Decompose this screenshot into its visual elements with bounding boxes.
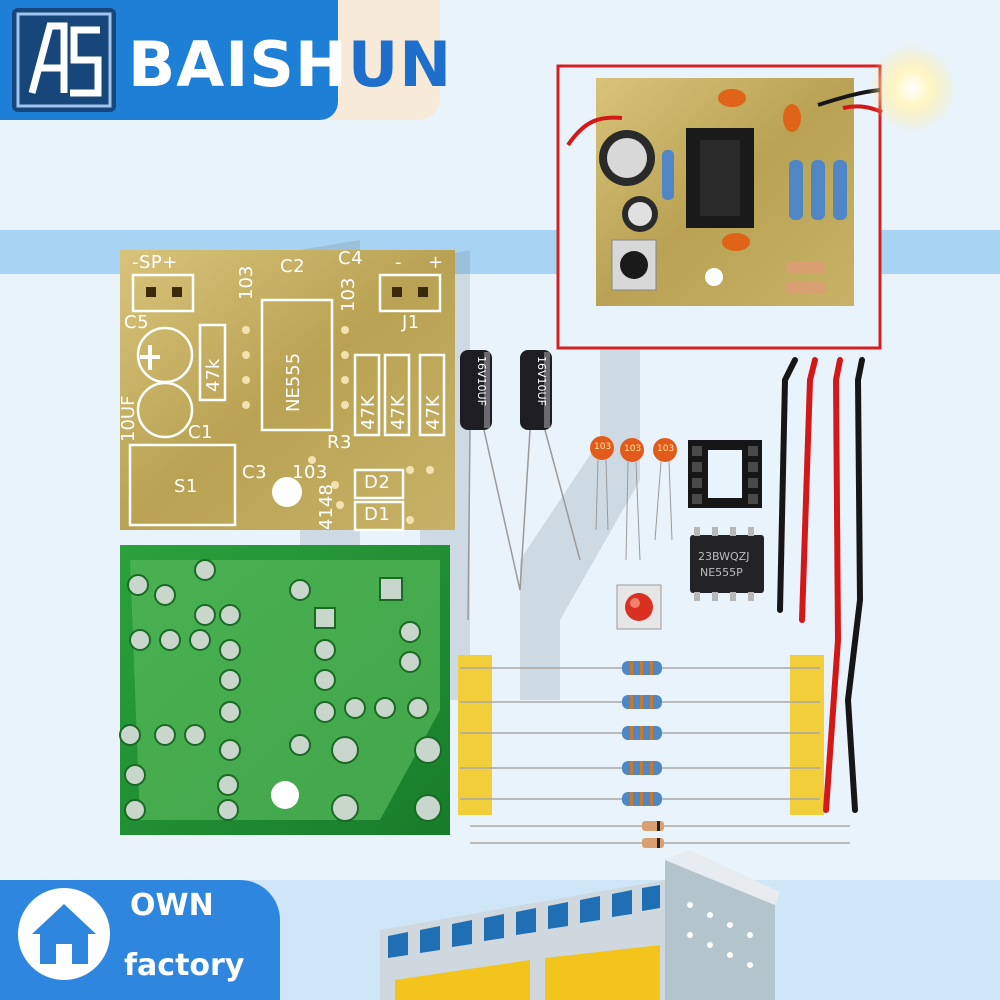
silk-d2: D2 xyxy=(364,472,391,493)
factory-building xyxy=(380,850,780,1000)
silk-sp: -SP+ xyxy=(132,252,178,273)
silk-minus: - xyxy=(395,252,402,273)
silk-47k-3: 47K xyxy=(423,395,444,430)
silk-c4: C4 xyxy=(338,248,364,269)
ceramic-capacitors xyxy=(590,436,677,561)
mounting-hole xyxy=(272,477,302,507)
silk-d1: D1 xyxy=(364,504,391,525)
ne555-chip xyxy=(690,527,764,601)
cap-label-2: 16V10UF xyxy=(535,356,548,406)
brand-name-part1: BAISH xyxy=(128,28,348,101)
ic-marking-2: NE555P xyxy=(700,566,743,579)
silk-c2: C2 xyxy=(280,256,306,277)
ceramic-label-2: 103 xyxy=(624,444,642,454)
mounting-hole-green xyxy=(271,781,299,809)
electrolytic-capacitors xyxy=(460,350,581,621)
silk-c3: C3 xyxy=(242,462,268,483)
house-icon xyxy=(32,904,96,964)
ic-socket xyxy=(688,440,762,508)
badge-line2: factory xyxy=(124,948,245,983)
silk-s1: S1 xyxy=(174,476,198,497)
silk-c1: C1 xyxy=(188,422,214,443)
badge-line1: OWN xyxy=(130,888,214,923)
silk-103-b: 103 xyxy=(338,277,359,312)
cap-label-1: 16V10UF xyxy=(475,356,488,406)
light-flare xyxy=(868,44,956,132)
ic-marking-1: 23BWQZJ xyxy=(698,550,750,563)
silk-4148: 4148 xyxy=(316,484,337,530)
silk-47k-2: 47K xyxy=(388,395,409,430)
logo-icon xyxy=(16,12,112,108)
silk-c5: C5 xyxy=(124,312,150,333)
wires xyxy=(777,357,865,813)
tact-switch xyxy=(616,584,662,630)
silk-j1: J1 xyxy=(402,312,420,333)
silk-103-c: 103 xyxy=(292,462,328,483)
assembled-board-photo xyxy=(566,78,883,306)
brand-header-accent xyxy=(325,0,440,120)
house-icon-circle xyxy=(18,888,110,980)
ceramic-label-1: 103 xyxy=(594,442,612,452)
silk-47k: 47k xyxy=(203,358,224,392)
silk-103-a: 103 xyxy=(236,265,257,300)
silk-r3: R3 xyxy=(327,432,352,453)
silk-plus: + xyxy=(428,252,444,273)
resistors xyxy=(458,655,850,848)
brand-name-part2: UN xyxy=(347,28,453,101)
brand-logo xyxy=(12,8,116,112)
brand-name: BAISHUN xyxy=(128,28,452,101)
silk-47k-1: 47K xyxy=(358,395,379,430)
ceramic-label-3: 103 xyxy=(657,444,675,454)
silk-10uf: 10UF xyxy=(118,395,139,442)
silk-ne555: NE555 xyxy=(283,352,304,412)
